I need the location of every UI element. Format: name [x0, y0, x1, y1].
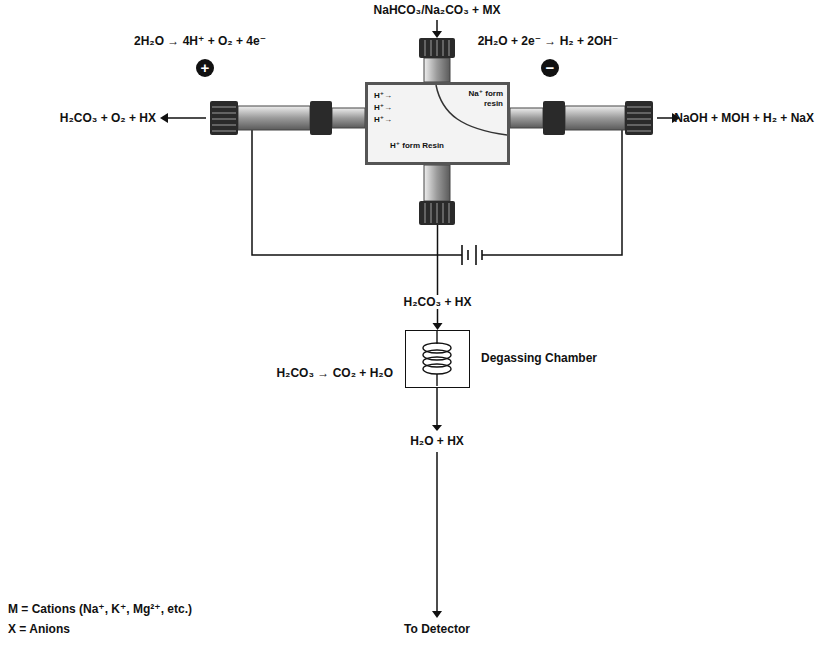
right-fitting [510, 101, 653, 135]
detector-label: To Detector [404, 622, 470, 636]
cathode-reaction: 2H₂O + 2e⁻ → H₂ + 2OH⁻ [478, 34, 619, 48]
anode-sign: + [196, 59, 214, 77]
ion-flow-label: H⁺→ [374, 91, 392, 101]
top-fitting [419, 38, 455, 82]
inlet-label: NaHCO₃/Na₂CO₃ + MX [374, 3, 501, 17]
resin-label: H⁺ form Resin [390, 141, 444, 151]
resin-label: Na⁺ form resin [459, 89, 503, 109]
left-fitting [210, 101, 365, 135]
cathode-sign: − [541, 59, 559, 77]
flow-arrow [432, 388, 442, 618]
waste-outlet-label: NaOH + MOH + H₂ + NaX [674, 111, 814, 125]
flow-label: H₂CO₃ + HX [401, 295, 475, 309]
degassing-reaction: H₂CO₃ → CO₂ + H₂O [276, 366, 393, 380]
bottom-fitting [419, 165, 455, 225]
waste-outlet-label: H₂CO₃ + O₂ + HX [60, 111, 156, 125]
circuit-wire [252, 130, 622, 255]
chamber-label: Degassing Chamber [481, 351, 597, 365]
ion-flow-label: H⁺→ [374, 103, 392, 113]
outlet-arrow [160, 113, 206, 123]
suppressor-body: H⁺→ H⁺→ H⁺→ Na⁺ form resin H⁺ form Resin [365, 82, 510, 165]
ion-flow-label: H⁺→ [374, 115, 392, 125]
degassing-chamber-box: Degassing Chamber [405, 330, 470, 388]
battery-symbol [462, 245, 482, 265]
key-note: X = Anions [8, 622, 70, 636]
coil-symbol [406, 331, 468, 386]
key-note: M = Cations (Na⁺, K⁺, Mg²⁺, etc.) [8, 602, 192, 616]
anode-reaction: 2H₂O → 4H⁺ + O₂ + 4e⁻ [134, 34, 266, 48]
inlet-arrow [432, 20, 442, 38]
flow-label: H₂O + HX [410, 434, 464, 448]
